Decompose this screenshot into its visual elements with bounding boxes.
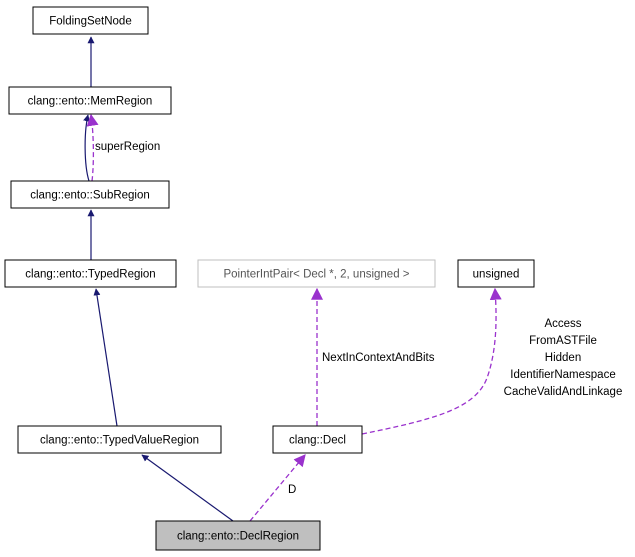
- node-label: clang::Decl: [289, 435, 346, 447]
- bitfield-label: CacheValidAndLinkage: [504, 386, 623, 398]
- node-mem-region[interactable]: clang::ento::MemRegion: [8, 86, 172, 115]
- bitfield-label: Access: [544, 318, 581, 330]
- bitfield-label: IdentifierNamespace: [510, 369, 615, 381]
- node-label: clang::ento::TypedValueRegion: [40, 435, 199, 447]
- node-sub-region[interactable]: clang::ento::SubRegion: [10, 180, 170, 209]
- edge-label-bitfields: Access FromASTFile Hidden IdentifierName…: [504, 318, 623, 398]
- edge-d: [249, 454, 306, 522]
- node-label: unsigned: [473, 269, 520, 281]
- edge-super-region: [86, 113, 99, 182]
- edge-declregion-to-typedvalueregion: [141, 454, 234, 522]
- node-label: PointerIntPair< Decl *, 2, unsigned >: [223, 269, 409, 281]
- edge-bitfields: [361, 287, 502, 435]
- edge-typedvalueregion-to-typedregion: [93, 288, 118, 427]
- edge-subregion-to-memregion: [83, 114, 90, 182]
- node-typed-region[interactable]: clang::ento::TypedRegion: [4, 259, 177, 288]
- node-pointer-int-pair[interactable]: PointerIntPair< Decl *, 2, unsigned >: [197, 259, 436, 288]
- node-unsigned[interactable]: unsigned: [457, 259, 535, 288]
- node-label: clang::ento::MemRegion: [28, 96, 153, 108]
- bitfield-label: FromASTFile: [529, 335, 597, 347]
- node-label: clang::ento::DeclRegion: [177, 531, 299, 543]
- bitfield-label: Hidden: [545, 352, 581, 364]
- node-label: clang::ento::TypedRegion: [25, 269, 155, 281]
- node-folding-set-node[interactable]: FoldingSetNode: [32, 6, 149, 35]
- node-decl[interactable]: clang::Decl: [272, 425, 363, 454]
- node-decl-region[interactable]: clang::ento::DeclRegion: [155, 520, 321, 551]
- edge-label-super-region: superRegion: [95, 141, 160, 153]
- edge-label-d: D: [288, 484, 296, 496]
- node-label: clang::ento::SubRegion: [30, 190, 150, 202]
- node-label: FoldingSetNode: [49, 16, 131, 28]
- node-typed-value-region[interactable]: clang::ento::TypedValueRegion: [17, 425, 222, 454]
- edges: [83, 36, 502, 522]
- edge-label-next-in-context: NextInContextAndBits: [322, 352, 435, 364]
